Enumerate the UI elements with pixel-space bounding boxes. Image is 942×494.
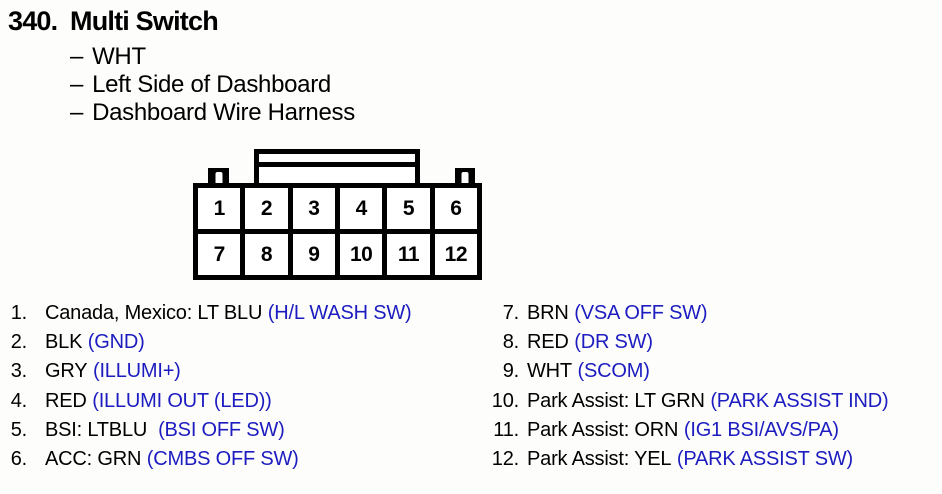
pin-cell-9: 9	[292, 234, 335, 275]
pin-signal-label: (ILLUMI OUT (LED))	[92, 389, 272, 412]
pin-number: 7.	[502, 302, 519, 324]
pin-cell-7: 7	[198, 234, 241, 275]
pin-row-6: 6. ACC: GRN(CMBS OFF SW)	[8, 445, 412, 474]
pin-number: 8.	[502, 331, 519, 354]
pin-wire-label: WHT	[527, 360, 572, 383]
pin-signal-label: (PARK ASSIST SW)	[676, 447, 853, 470]
pin-number: 12.	[491, 447, 519, 470]
pin-signal-label: (SCOM)	[577, 360, 650, 383]
page-title: Multi Switch	[70, 6, 219, 36]
pin-wire-label: Canada, Mexico: LT BLU	[45, 302, 263, 324]
pin-number: 2.	[10, 331, 27, 354]
pin-cell-6: 6	[434, 188, 477, 229]
pin-number: 3.	[10, 360, 27, 383]
bump-slot	[215, 172, 222, 184]
pin-number: 11.	[493, 418, 519, 441]
bump-slot	[461, 172, 469, 184]
pin-signal-label: (CMBS OFF SW)	[146, 447, 299, 470]
detail-harness: –Dashboard Wire Harness	[70, 99, 355, 127]
pin-row-2: 2. BLK(GND)	[8, 328, 412, 357]
pin-cell-5: 5	[387, 188, 430, 229]
pin-wire-label: Park Assist: YEL	[527, 447, 672, 470]
pin-signal-label: (IG1 BSI/AVS/PA)	[683, 418, 839, 441]
pin-wire-label: GRY	[45, 360, 88, 383]
pin-row-4: 4. RED(ILLUMI OUT (LED))	[8, 387, 412, 416]
page-title-number: 340.	[8, 6, 58, 36]
detail-location: –Left Side of Dashboard	[70, 71, 355, 99]
pin-wire-label: BRN	[527, 302, 569, 324]
pin-row-5: 5. BSI: LTBLU (BSI OFF SW)	[8, 416, 412, 445]
pin-cell-3: 3	[292, 188, 335, 229]
connector-body: 1 2 3 4 5 6 7 8 9 10 11 12	[193, 183, 482, 280]
pin-number: 5.	[10, 418, 27, 441]
pin-row-12: 12. Park Assist: YEL(PARK ASSIST SW)	[491, 445, 888, 474]
detail-label: WHT	[92, 43, 146, 70]
dash-bullet: –	[70, 43, 84, 70]
connector-details-list: –WHT –Left Side of Dashboard –Dashboard …	[70, 43, 355, 127]
pin-number: 4.	[10, 389, 27, 412]
pin-wire-label: ACC: GRN	[45, 447, 142, 470]
dash-bullet: –	[70, 71, 84, 98]
pin-cell-1: 1	[198, 188, 241, 229]
pin-signal-label: (GND)	[87, 331, 145, 354]
detail-wire-color: –WHT	[70, 43, 355, 71]
pin-row-3: 3. GRY(ILLUMI+)	[8, 357, 412, 386]
pin-wire-label: Park Assist: ORN	[527, 418, 679, 441]
pin-list-left: 1. Canada, Mexico: LT BLU(H/L WASH SW) 2.…	[8, 299, 412, 474]
pin-signal-label: (DR SW)	[574, 331, 653, 354]
pin-row-8: 8. RED(DR SW)	[491, 328, 888, 357]
pin-cell-2: 2	[245, 188, 288, 229]
detail-label: Dashboard Wire Harness	[92, 99, 355, 126]
connector-lock-bump-right	[455, 168, 475, 184]
connector-lock-bump-left	[208, 168, 229, 184]
pin-wire-label: BSI: LTBLU	[45, 418, 148, 441]
pin-wire-label: RED	[527, 331, 569, 354]
pin-number: 1.	[10, 302, 27, 324]
pin-signal-label: (VSA OFF SW)	[574, 302, 708, 324]
pin-row-10: 10. Park Assist: LT GRN(PARK ASSIST IND)	[491, 387, 889, 416]
pin-number: 6.	[10, 447, 27, 470]
pin-cell-8: 8	[245, 234, 288, 275]
pin-signal-label: (PARK ASSIST IND)	[710, 389, 889, 412]
pin-signal-label: (H/L WASH SW)	[267, 302, 412, 324]
detail-label: Left Side of Dashboard	[92, 71, 331, 98]
pin-row-9: 9. WHT(SCOM)	[491, 357, 888, 386]
pin-cell-11: 11	[387, 234, 430, 275]
pin-signal-label: (ILLUMI+)	[92, 360, 181, 383]
latch-divider-line	[259, 162, 415, 167]
pin-wire-label: RED	[45, 389, 87, 412]
pin-list-right: 7. BRN(VSA OFF SW) 8. RED(DR SW) 9. WHT(SCO…	[491, 299, 889, 474]
pin-row-11: 11. Park Assist: ORN(IG1 BSI/AVS/PA)	[491, 416, 888, 445]
pin-number: 9.	[502, 360, 519, 383]
pin-cell-10: 10	[339, 234, 383, 275]
pin-wire-label: Park Assist: LT GRN	[527, 389, 705, 412]
pin-cell-4: 4	[339, 188, 383, 229]
connector-latch	[254, 149, 420, 188]
pin-cell-12: 12	[434, 234, 477, 275]
pin-number: 10.	[491, 389, 519, 412]
pin-row-1: 1. Canada, Mexico: LT BLU(H/L WASH SW)	[8, 299, 412, 328]
pin-signal-label: (BSI OFF SW)	[152, 418, 285, 441]
pin-wire-label: BLK	[45, 331, 83, 354]
dash-bullet: –	[70, 99, 84, 126]
pin-row-7: 7. BRN(VSA OFF SW)	[491, 299, 888, 328]
